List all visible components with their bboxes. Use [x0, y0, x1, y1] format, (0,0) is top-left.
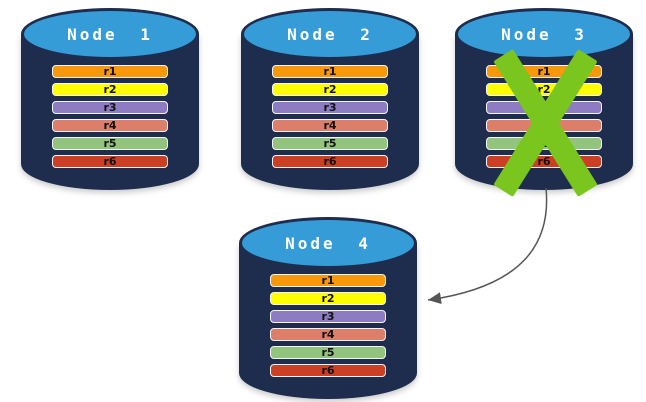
replica-row-r6: r6 — [270, 364, 386, 377]
node-2-cylinder: Node 2 r1 r2 r3 r4 r5 r6 — [241, 8, 419, 190]
node-3-title: Node 3 — [501, 24, 587, 44]
node-2-title: Node 2 — [287, 24, 373, 44]
node-4-cylinder-top: Node 4 — [239, 217, 417, 269]
replica-row-r4: r4 — [52, 119, 168, 132]
node-2-replica-list: r1 r2 r3 r4 r5 r6 — [272, 65, 388, 173]
replica-row-r4: r4 — [270, 328, 386, 341]
replica-row-r6: r6 — [52, 155, 168, 168]
node-1-replica-list: r1 r2 r3 r4 r5 r6 — [52, 65, 168, 173]
replica-row-r3: r3 — [272, 101, 388, 114]
node-4-title: Node 4 — [285, 233, 371, 253]
node-4-cylinder: Node 4 r1 r2 r3 r4 r5 r6 — [239, 217, 417, 399]
replica-row-r5: r5 — [270, 346, 386, 359]
node-3-cylinder-top: Node 3 — [455, 8, 633, 60]
replica-row-r2: r2 — [272, 83, 388, 96]
replica-row-r6: r6 — [272, 155, 388, 168]
replica-row-r5: r5 — [52, 137, 168, 150]
replica-row-r2: r2 — [270, 292, 386, 305]
replica-row-r3: r3 — [270, 310, 386, 323]
failure-x-mark — [455, 8, 633, 197]
replica-row-r1: r1 — [270, 274, 386, 287]
replica-row-r1: r1 — [272, 65, 388, 78]
node-2-cylinder-top: Node 2 — [241, 8, 419, 60]
replica-row-r1: r1 — [52, 65, 168, 78]
replica-row-r3: r3 — [52, 101, 168, 114]
replica-row-r4: r4 — [272, 119, 388, 132]
node-3-cylinder: Node 3 r1 r2 r3 r4 r5 r6 — [455, 8, 633, 197]
node-4-replica-list: r1 r2 r3 r4 r5 r6 — [270, 274, 386, 382]
replica-row-r5: r5 — [272, 137, 388, 150]
node-1-title: Node 1 — [67, 24, 153, 44]
replica-row-r2: r2 — [52, 83, 168, 96]
node-1-cylinder: Node 1 r1 r2 r3 r4 r5 r6 — [21, 8, 199, 190]
node-1-cylinder-top: Node 1 — [21, 8, 199, 60]
arrow-curve — [427, 187, 548, 305]
